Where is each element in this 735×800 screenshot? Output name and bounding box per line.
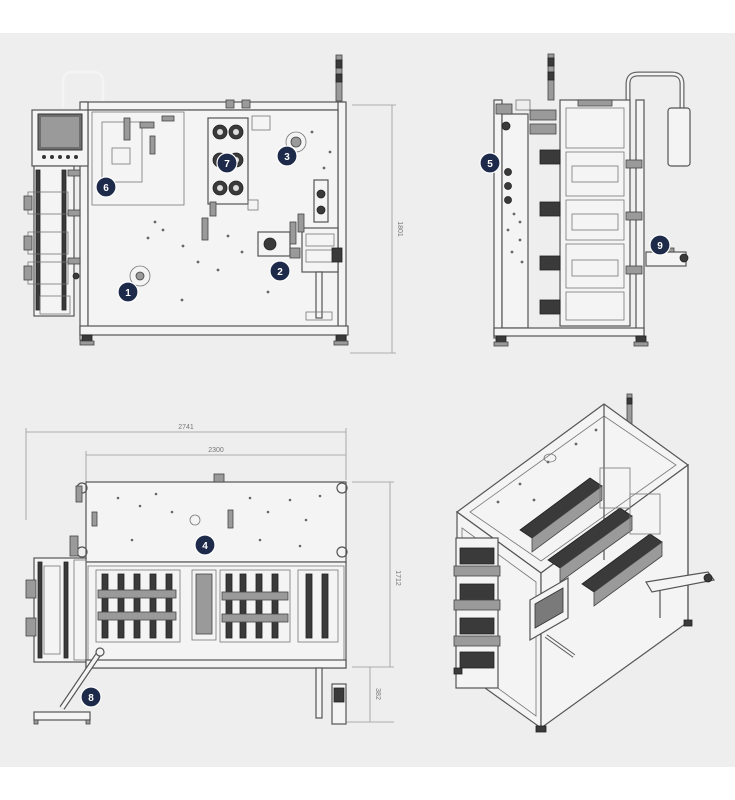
callout-3: 3 [276,145,298,167]
top-view: 2741 2300 1712 382 [25,424,401,725]
callout-6-label: 6 [103,183,109,194]
callout-5: 5 [479,152,501,174]
callout-8: 8 [80,686,102,708]
callout-2-label: 2 [277,267,283,278]
callout-2: 2 [269,260,291,282]
frame-length-dimension: 2300 [208,447,224,454]
callout-5-label: 5 [487,159,493,170]
isometric-view [453,393,716,733]
callout-4: 4 [194,534,216,556]
callout-7-label: 7 [224,159,230,170]
front-view: 1801 [23,54,403,354]
callout-7: 7 [216,152,238,174]
callout-6: 6 [95,176,117,198]
callout-9-label: 9 [657,241,663,252]
side-view [493,53,691,347]
height-dimension: 1801 [396,221,403,237]
callout-4-label: 4 [202,541,208,552]
unwind-depth-dimension: 382 [374,688,381,700]
technical-drawing-sheet: 1801 [0,33,735,767]
callout-1-label: 1 [125,288,131,299]
callout-1: 1 [117,281,139,303]
machine-drawing: 1801 [23,53,716,733]
callout-9: 9 [649,234,671,256]
overall-length-dimension: 2741 [178,424,194,431]
callout-8-label: 8 [88,693,94,704]
callout-3-label: 3 [284,152,290,163]
depth-dimension: 1712 [394,570,401,586]
